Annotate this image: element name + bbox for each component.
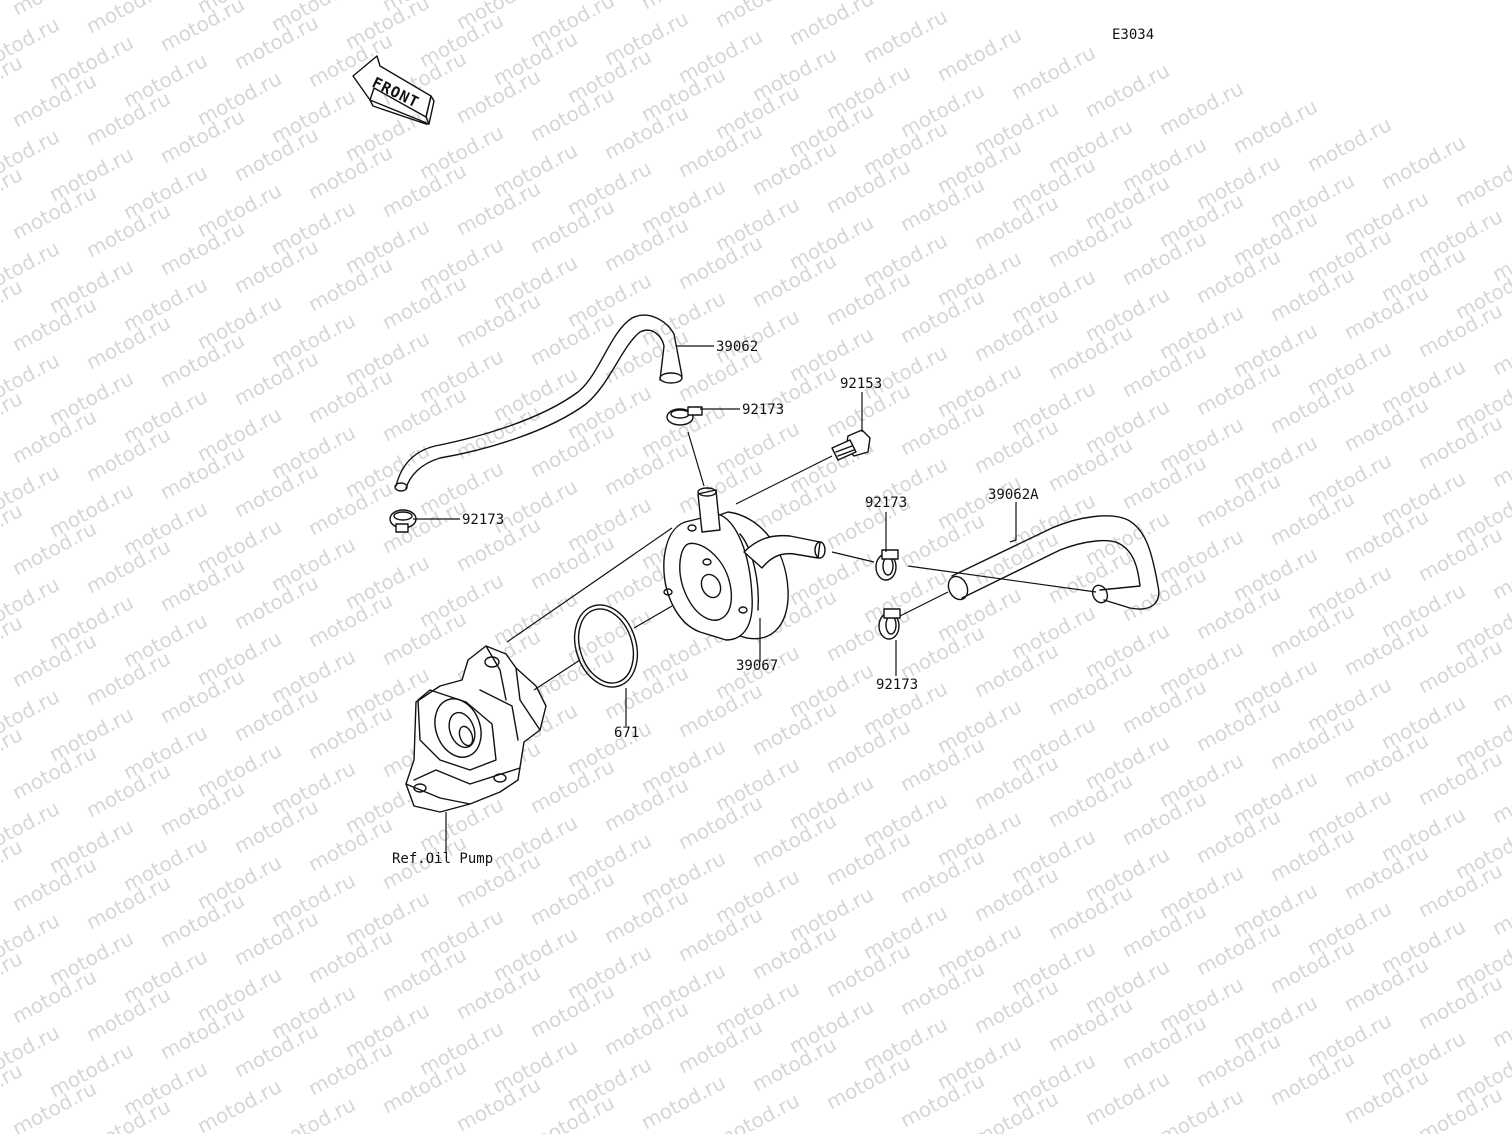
label-ref-oil-pump: Ref.Oil Pump: [392, 851, 493, 867]
watermark-text: motod.ru: [1081, 1066, 1173, 1130]
label-hose-upper: 39062: [716, 339, 758, 355]
clamp-right-upper: [875, 549, 899, 581]
hose-right: [947, 515, 1160, 610]
o-ring: [573, 604, 639, 688]
watermark-text: motod.ru: [193, 1074, 285, 1134]
part-labels: 39062 92173 92153 92173 92173 39062A 390…: [392, 339, 1039, 867]
watermark-text: motod.ru: [1229, 94, 1321, 158]
watermark-text: motod.ru: [1155, 76, 1247, 140]
oil-pump: [405, 645, 547, 813]
label-hose-right: 39062A: [988, 487, 1039, 503]
diagram-code: E3034: [1112, 27, 1154, 43]
watermark-text: motod.ru: [1303, 112, 1395, 176]
hose-upper: [394, 314, 683, 492]
watermark-text: motod.ru: [785, 0, 877, 50]
watermark-text: motod.ru: [637, 1070, 729, 1134]
clamp-right-lower: [878, 608, 901, 640]
watermark-text: motod.ru: [1007, 40, 1099, 104]
watermark-text: motod.ru: [1377, 130, 1469, 194]
watermark-text: motod.ru: [1081, 58, 1173, 122]
watermark-text: motod.ru: [1155, 1084, 1247, 1134]
label-leaders: [413, 345, 1017, 852]
label-clamp-right-upper: 92173: [865, 495, 907, 511]
label-o-ring: 671: [614, 725, 639, 741]
watermark-text: motod.ru: [933, 22, 1025, 86]
label-clamp-upper: 92173: [742, 402, 784, 418]
clamp-upper: [666, 406, 703, 426]
label-clamp-left: 92173: [462, 512, 504, 528]
label-clamp-right-lower: 92173: [876, 677, 918, 693]
watermark-text: motod.ru: [711, 1088, 803, 1134]
label-oil-cooler: 39067: [736, 658, 778, 674]
oil-cooler: [663, 487, 826, 641]
watermark-text: motod.ru: [859, 4, 951, 68]
label-bolt: 92153: [840, 376, 882, 392]
watermark-text: motod.ru: [1451, 148, 1512, 212]
assembly-lines: [506, 431, 1097, 691]
